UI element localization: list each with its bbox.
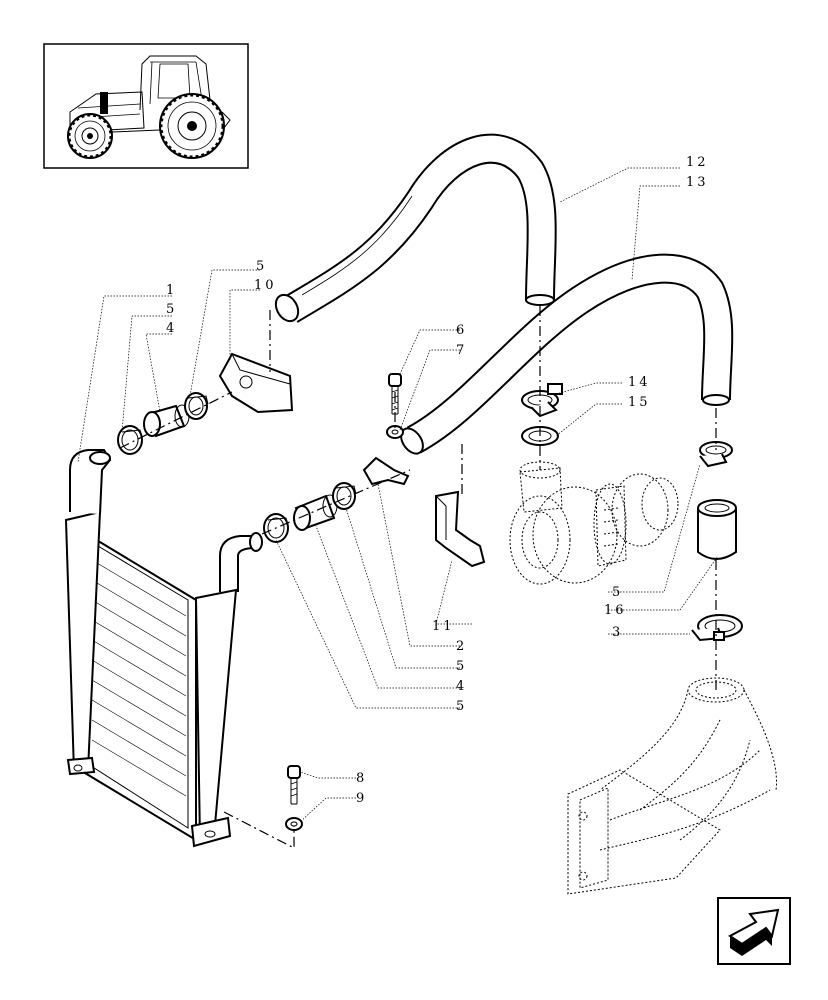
left-clamps bbox=[117, 392, 209, 455]
clamp-3 bbox=[691, 614, 743, 642]
callout-15: 15 bbox=[628, 395, 651, 410]
callout-4: 4 bbox=[456, 679, 467, 694]
callout-3: 3 bbox=[612, 625, 623, 640]
callout-5: 5 bbox=[456, 699, 467, 714]
callout-9: 9 bbox=[356, 791, 367, 806]
clamp-5-right bbox=[699, 441, 733, 468]
washer-9 bbox=[285, 817, 303, 831]
callout-16: 16 bbox=[604, 603, 627, 618]
callout-13: 13 bbox=[686, 175, 709, 190]
intake-pipe-12 bbox=[274, 133, 557, 323]
next-page-arrow-icon[interactable] bbox=[717, 897, 791, 965]
callout-12: 12 bbox=[686, 155, 709, 170]
callout-8: 8 bbox=[356, 771, 367, 786]
assembly-lines bbox=[119, 306, 717, 849]
callout-6: 6 bbox=[456, 323, 467, 338]
callout-5: 5 bbox=[612, 585, 623, 600]
turbocharger bbox=[509, 461, 679, 585]
elbow-manifold bbox=[567, 677, 778, 895]
sleeve-16 bbox=[697, 499, 737, 560]
callout-14: 14 bbox=[628, 375, 651, 390]
tractor-locator-icon bbox=[43, 43, 249, 169]
callout-7: 7 bbox=[456, 343, 467, 358]
bolt-8 bbox=[287, 765, 301, 805]
intake-pipe-13 bbox=[400, 253, 734, 455]
middle-clamps bbox=[263, 456, 410, 543]
clamp-14 bbox=[521, 383, 563, 418]
callout-labels: 1 5 4 5 10 6 7 12 13 14 15 11 2 5 4 5 5 … bbox=[166, 155, 709, 806]
bolt-6 bbox=[388, 373, 402, 415]
callout-1: 1 bbox=[166, 283, 177, 298]
bracket-10 bbox=[218, 352, 294, 414]
intercooler bbox=[64, 449, 263, 848]
leader-lines bbox=[77, 167, 719, 823]
callout-10: 10 bbox=[254, 278, 277, 293]
callout-4: 4 bbox=[166, 321, 177, 336]
callout-11: 11 bbox=[432, 619, 455, 634]
callout-5: 5 bbox=[456, 659, 467, 674]
callout-2: 2 bbox=[456, 639, 467, 654]
callout-5: 5 bbox=[166, 302, 177, 317]
callout-5: 5 bbox=[256, 259, 267, 274]
bracket-11 bbox=[435, 490, 486, 568]
